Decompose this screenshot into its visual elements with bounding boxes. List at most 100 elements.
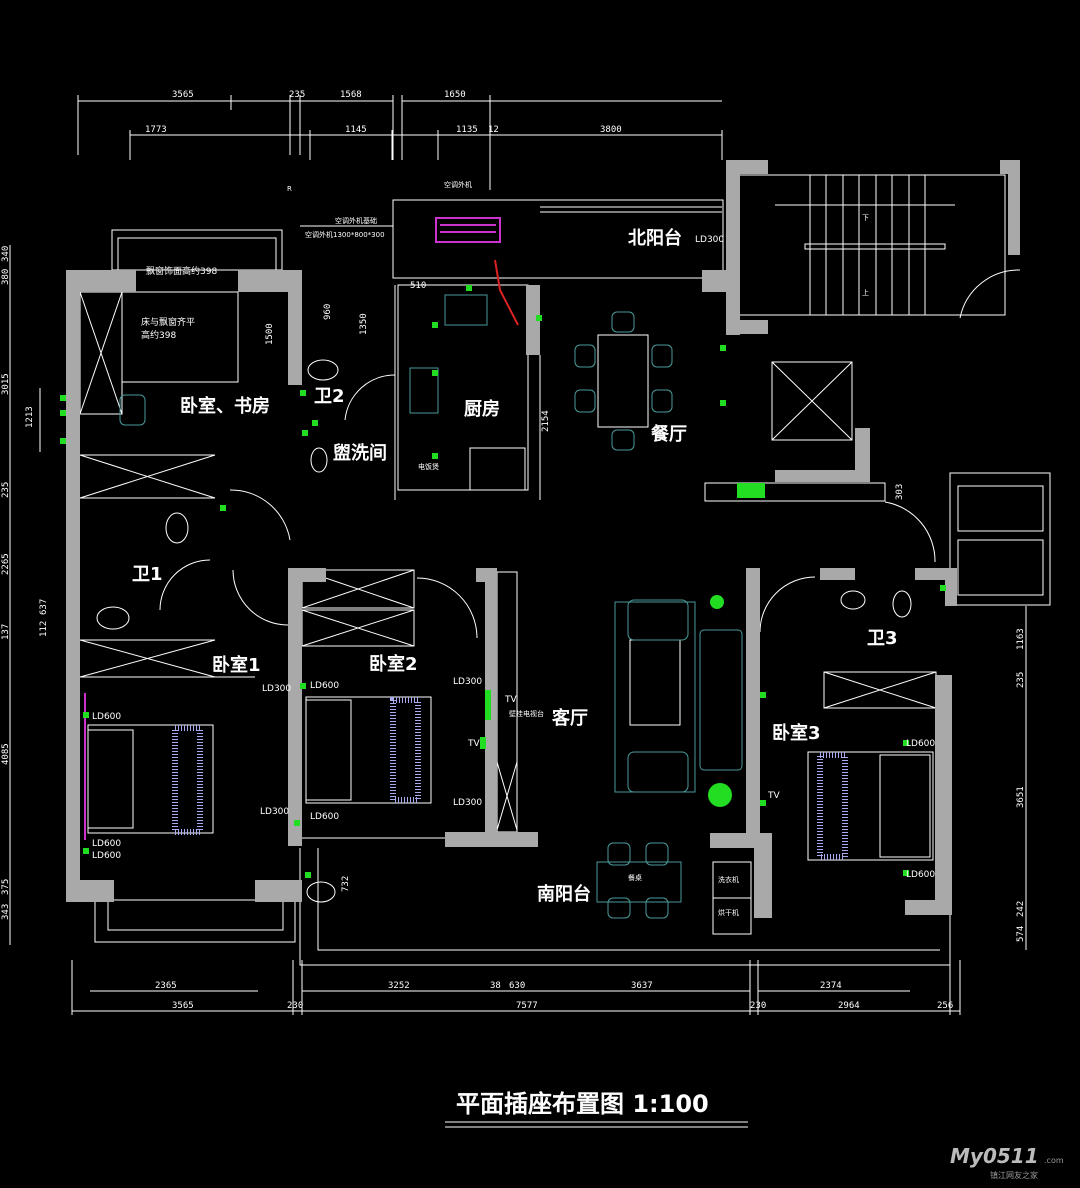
watermark-logo: My0511 bbox=[950, 1144, 1039, 1168]
dim-label: 2154 bbox=[541, 410, 551, 432]
ac-unit-icon bbox=[435, 217, 501, 243]
dim-label: 230 bbox=[750, 1001, 766, 1011]
room-label-south-balcony: 南阳台 bbox=[537, 883, 591, 905]
note-dryer: 烘干机 bbox=[718, 908, 739, 917]
dining-set-south bbox=[596, 842, 682, 919]
dim-label: 3565 bbox=[172, 90, 194, 100]
note-stairs-down: 下 bbox=[862, 214, 869, 222]
note-ac-size: 空调外机1300*800*300 bbox=[305, 230, 385, 239]
dim-label: 3651 bbox=[1016, 786, 1026, 808]
dim-label: 3015 bbox=[1, 373, 11, 395]
dim-label: 137 bbox=[1, 624, 11, 640]
room-label-bedroom2: 卧室2 bbox=[369, 653, 418, 675]
dim-label: 574 bbox=[1016, 926, 1026, 942]
dim-label: 2374 bbox=[820, 981, 842, 991]
dim-label: 235 bbox=[1, 482, 11, 498]
outlet-label: LD300 bbox=[453, 798, 482, 808]
dim-label: 375 bbox=[1, 879, 11, 895]
furniture bbox=[84, 217, 934, 935]
room-label-bath1: 卫1 bbox=[132, 564, 163, 585]
stair-treads bbox=[809, 175, 926, 315]
note-dining-table: 餐桌 bbox=[628, 873, 642, 882]
dim-label: 1650 bbox=[444, 90, 466, 100]
right-dimensions: 1163 235 3651 242 574 bbox=[1016, 606, 1027, 950]
annotations: 飘窗饰面高约398 床与飘窗齐平 高约398 空调外机 空调外机基础 空调外机1… bbox=[92, 180, 935, 917]
plan-title: 平面插座布置图 1:100 bbox=[456, 1090, 709, 1118]
room-label-bedroom1: 卧室1 bbox=[212, 654, 261, 676]
dim-label: 2265 bbox=[1, 553, 11, 575]
stove-icon bbox=[409, 367, 439, 414]
dim-label: 230 bbox=[287, 1001, 303, 1011]
dim-label: 1145 bbox=[345, 125, 367, 135]
dim-label: 732 bbox=[341, 876, 351, 892]
note-bay-window: 飘窗饰面高约398 bbox=[146, 265, 217, 277]
dim-label: 235 bbox=[289, 90, 305, 100]
note-bed: 床与飘窗齐平 bbox=[141, 316, 195, 328]
note-bed-height: 高约398 bbox=[141, 329, 176, 341]
outlet-label: LD600 bbox=[310, 812, 339, 822]
dining-set-north bbox=[574, 311, 673, 451]
dim-label: 637 bbox=[39, 599, 49, 615]
bed-bedroom1 bbox=[84, 693, 214, 840]
toilets bbox=[96, 359, 912, 903]
dim-label: 242 bbox=[1016, 901, 1026, 917]
room-label-north-balcony: 北阳台 bbox=[628, 227, 682, 249]
outlet-label: LD600 bbox=[906, 870, 935, 880]
room-label-washroom: 盥洗间 bbox=[333, 442, 387, 464]
dim-label: 3252 bbox=[388, 981, 410, 991]
outlet-label: LD300 bbox=[262, 684, 291, 694]
dryer-icon bbox=[712, 897, 752, 935]
bottom-dimensions: 2365 3252 38 630 3637 2374 3565 230 7577… bbox=[71, 960, 961, 1015]
dim-label: 256 bbox=[937, 1001, 953, 1011]
dim-label: 12 bbox=[488, 125, 499, 135]
watermark-tagline: 镇江网友之家 bbox=[990, 1170, 1038, 1180]
watermark: My0511 .com 镇江网友之家 bbox=[950, 1144, 1064, 1180]
room-label-bedroom3: 卧室3 bbox=[772, 722, 821, 744]
dim-label: 380 bbox=[1, 269, 11, 285]
dim-label: 1773 bbox=[145, 125, 167, 135]
outlet-label: LD600 bbox=[92, 851, 121, 861]
top-dimensions: 3565 235 1568 1650 1773 1145 1135 12 380… bbox=[77, 90, 723, 190]
dim-label: 4085 bbox=[1, 743, 11, 765]
walls bbox=[66, 160, 1020, 918]
watermark-domain: .com bbox=[1044, 1156, 1064, 1165]
dim-label: 343 bbox=[1, 904, 11, 920]
room-label-bath2: 卫2 bbox=[314, 386, 345, 407]
outlet-box-icon bbox=[737, 483, 765, 498]
note-tv-stand: 壁挂电视台 bbox=[509, 709, 544, 718]
dim-label: 38 bbox=[490, 981, 501, 991]
dim-label: 340 bbox=[1, 246, 11, 262]
dim-label: 1568 bbox=[340, 90, 362, 100]
bed-bedroom3 bbox=[807, 751, 934, 861]
dim-label: 2964 bbox=[838, 1001, 860, 1011]
room-label-living: 客厅 bbox=[552, 707, 588, 729]
sofa-set bbox=[614, 595, 743, 807]
dim-label: 3565 bbox=[172, 1001, 194, 1011]
sink-icon bbox=[444, 294, 488, 326]
outlet-label: LD600 bbox=[310, 681, 339, 691]
note-ac-base: 空调外机基础 bbox=[335, 216, 377, 225]
dim-label: 235 bbox=[1016, 672, 1026, 688]
outlet-label: TV bbox=[767, 791, 780, 801]
room-label-study: 卧室、书房 bbox=[180, 395, 270, 417]
outline bbox=[79, 174, 1051, 966]
dim-label: 1213 bbox=[25, 406, 35, 428]
room-labels: 北阳台 卧室、书房 卫2 盥洗间 厨房 餐厅 卫1 卧室1 卧室2 客厅 卫3 … bbox=[132, 227, 898, 905]
dim-label: 1350 bbox=[359, 313, 369, 335]
left-dimensions: 340 380 3015 235 2265 137 4085 375 343 1… bbox=[1, 245, 49, 945]
note-stairs-up: 上 bbox=[862, 288, 869, 297]
note-rice-cooker: 电饭煲 bbox=[418, 462, 439, 471]
dim-label: 1163 bbox=[1016, 628, 1026, 650]
room-label-dining: 餐厅 bbox=[650, 423, 687, 445]
bed-bedroom2 bbox=[305, 696, 432, 804]
note-ac-unit: 空调外机 bbox=[444, 180, 472, 189]
dim-label: 1135 bbox=[456, 125, 478, 135]
outlet-label: LD300 bbox=[260, 807, 289, 817]
dim-label: 630 bbox=[509, 981, 525, 991]
dim-label: 303 bbox=[895, 484, 905, 500]
room-label-bath3: 卫3 bbox=[867, 628, 898, 649]
dim-label: 3637 bbox=[631, 981, 653, 991]
outlet-label: LD600 bbox=[906, 739, 935, 749]
dim-label: 1500 bbox=[265, 323, 275, 345]
